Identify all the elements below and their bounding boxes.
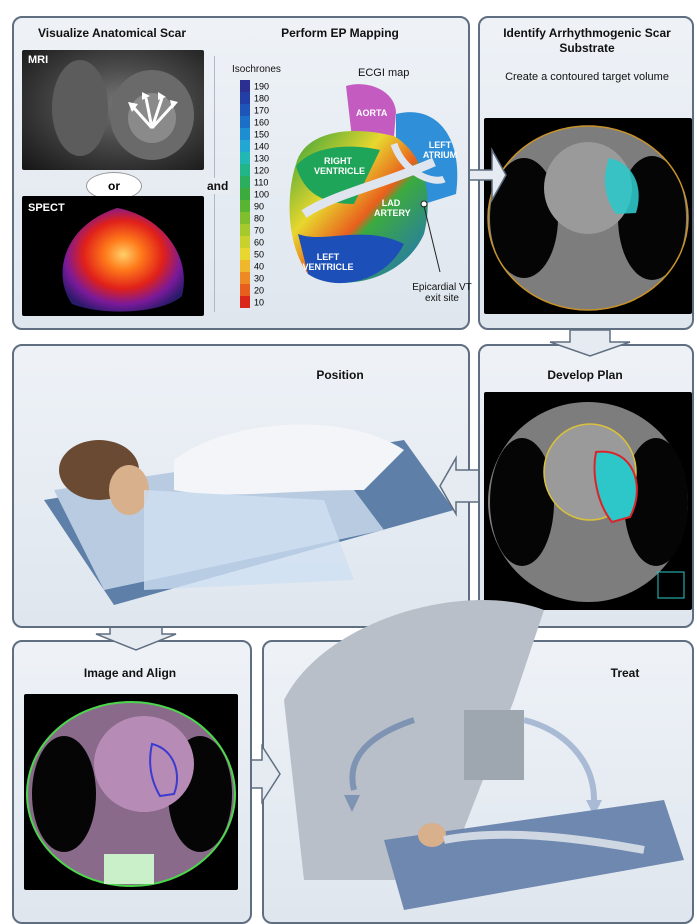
flow-arrows [0,0,697,924]
